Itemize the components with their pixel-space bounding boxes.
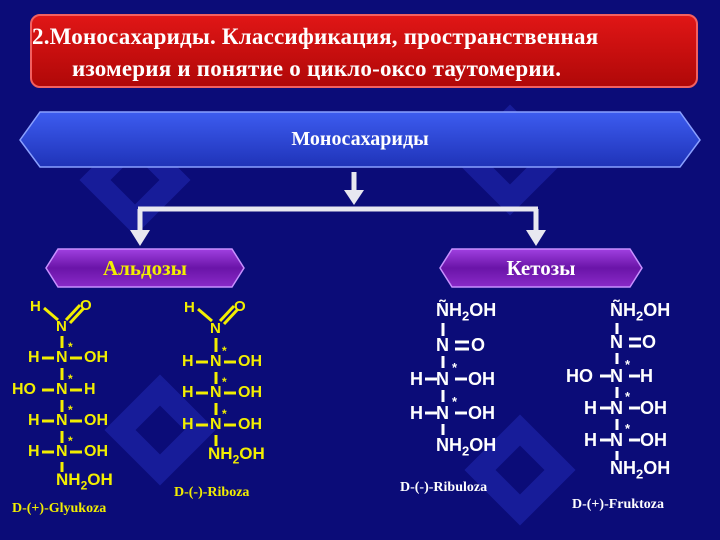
fructose-c5-left: H: [584, 430, 597, 450]
glucose-c4-right: OH: [84, 412, 108, 429]
ribose-c2: N: [210, 353, 222, 370]
fructose-c3-left: HO: [566, 366, 593, 386]
title-line-1: 2.Моносахариды. Классификация, пространс…: [32, 24, 599, 49]
ribulose-keto-o: O: [471, 335, 486, 355]
ribulose-c3-left: H: [410, 369, 423, 389]
ribose-c4-right: OH: [238, 416, 262, 433]
glucose-c4-left: H: [28, 412, 40, 429]
glucose-c4-star: *: [68, 403, 73, 417]
fructose-c4-star: *: [625, 389, 631, 404]
monosaccharides-banner: [19, 111, 701, 168]
glucose-c5-left: H: [28, 443, 40, 460]
ketoses-label: Кетозы: [506, 256, 576, 280]
glucose-c3: N: [56, 381, 68, 398]
title-line-2: изомерия и понятие о цикло-оксо таутомер…: [72, 56, 562, 81]
fructose-c3: N: [610, 366, 623, 386]
glucose-c4: N: [56, 412, 68, 429]
fructose-c2: N: [610, 332, 623, 352]
ribulose-c3-right: OH: [468, 369, 495, 389]
ribose-c3: N: [210, 384, 222, 401]
ribulose-c4-star: *: [452, 394, 458, 409]
aldoses-label: Альдозы: [102, 256, 187, 280]
ribose-c4-star: *: [222, 407, 227, 421]
glucose-c2: N: [56, 349, 68, 366]
fructose-c6: NH2OH: [610, 458, 671, 482]
ribose-c4-left: H: [182, 416, 194, 433]
glucose-c3-left: HO: [12, 381, 36, 398]
glucose-c6: NH2OH: [56, 470, 113, 493]
fructose-c1: ÑH2OH: [610, 300, 671, 324]
watermark-shape: [464, 414, 576, 526]
right-branch-arrowhead: [526, 230, 546, 246]
glucose-c3-right: H: [84, 381, 96, 398]
glucose-top-o: O: [80, 297, 92, 314]
glucose-c5: N: [56, 443, 68, 460]
ribulose-c1: ÑH2OH: [436, 300, 497, 324]
ribose-top-o: O: [234, 298, 246, 315]
fructose-c5: N: [610, 430, 623, 450]
watermark-shape: [104, 374, 216, 486]
glucose-c3-star: *: [68, 372, 73, 386]
ribose-c2-left: H: [182, 353, 194, 370]
fructose-c4: N: [610, 398, 623, 418]
ribose-c1: N: [210, 320, 221, 337]
fructose-c3-right: H: [640, 366, 653, 386]
glucose-top-h: H: [30, 298, 41, 315]
ribose-c4: N: [210, 416, 222, 433]
down-arrow-head: [344, 190, 364, 205]
glucose-c5-right: OH: [84, 443, 108, 460]
fructose-caption: D-(+)-Fruktoza: [572, 497, 664, 512]
ribose-c2-star: *: [222, 344, 227, 358]
glucose-c2-left: H: [28, 349, 40, 366]
ketoses-pill: [439, 248, 643, 288]
fructose-c5-right: OH: [640, 430, 667, 450]
fructose-c5-star: *: [625, 421, 631, 436]
ribulose-c4-right: OH: [468, 403, 495, 423]
title-box: 2.Моносахариды. Классификация, пространс…: [30, 14, 698, 88]
ribulose-c5: NH2OH: [436, 435, 497, 459]
fructose-c4-left: H: [584, 398, 597, 418]
left-branch-arrowhead: [130, 230, 150, 246]
ribulose-c2: N: [436, 335, 449, 355]
ribose-c3-star: *: [222, 375, 227, 389]
fructose-c3-star: *: [625, 357, 631, 372]
ribose-c5: NH2OH: [208, 444, 265, 467]
ribulose-c3: N: [436, 369, 449, 389]
banner-label: Моносахариды: [291, 128, 429, 150]
aldoses-pill: [45, 248, 245, 288]
ribose-c3-left: H: [182, 384, 194, 401]
fructose-c4-right: OH: [640, 398, 667, 418]
ribulose-c4-left: H: [410, 403, 423, 423]
glucose-caption: D-(+)-Glyukoza: [12, 501, 107, 516]
glucose-c2-star: *: [68, 340, 73, 354]
ribose-caption: D-(-)-Riboza: [174, 485, 250, 500]
glucose-c1: N: [56, 318, 67, 335]
glucose-c5-star: *: [68, 434, 73, 448]
ribose-c2-right: OH: [238, 353, 262, 370]
ribose-c3-right: OH: [238, 384, 262, 401]
fructose-keto-o: O: [642, 332, 657, 352]
ribulose-caption: D-(-)-Ribuloza: [400, 480, 488, 495]
ribose-top-h: H: [184, 299, 195, 316]
ribulose-c3-star: *: [452, 360, 458, 375]
glucose-c2-right: OH: [84, 349, 108, 366]
ribulose-c4: N: [436, 403, 449, 423]
